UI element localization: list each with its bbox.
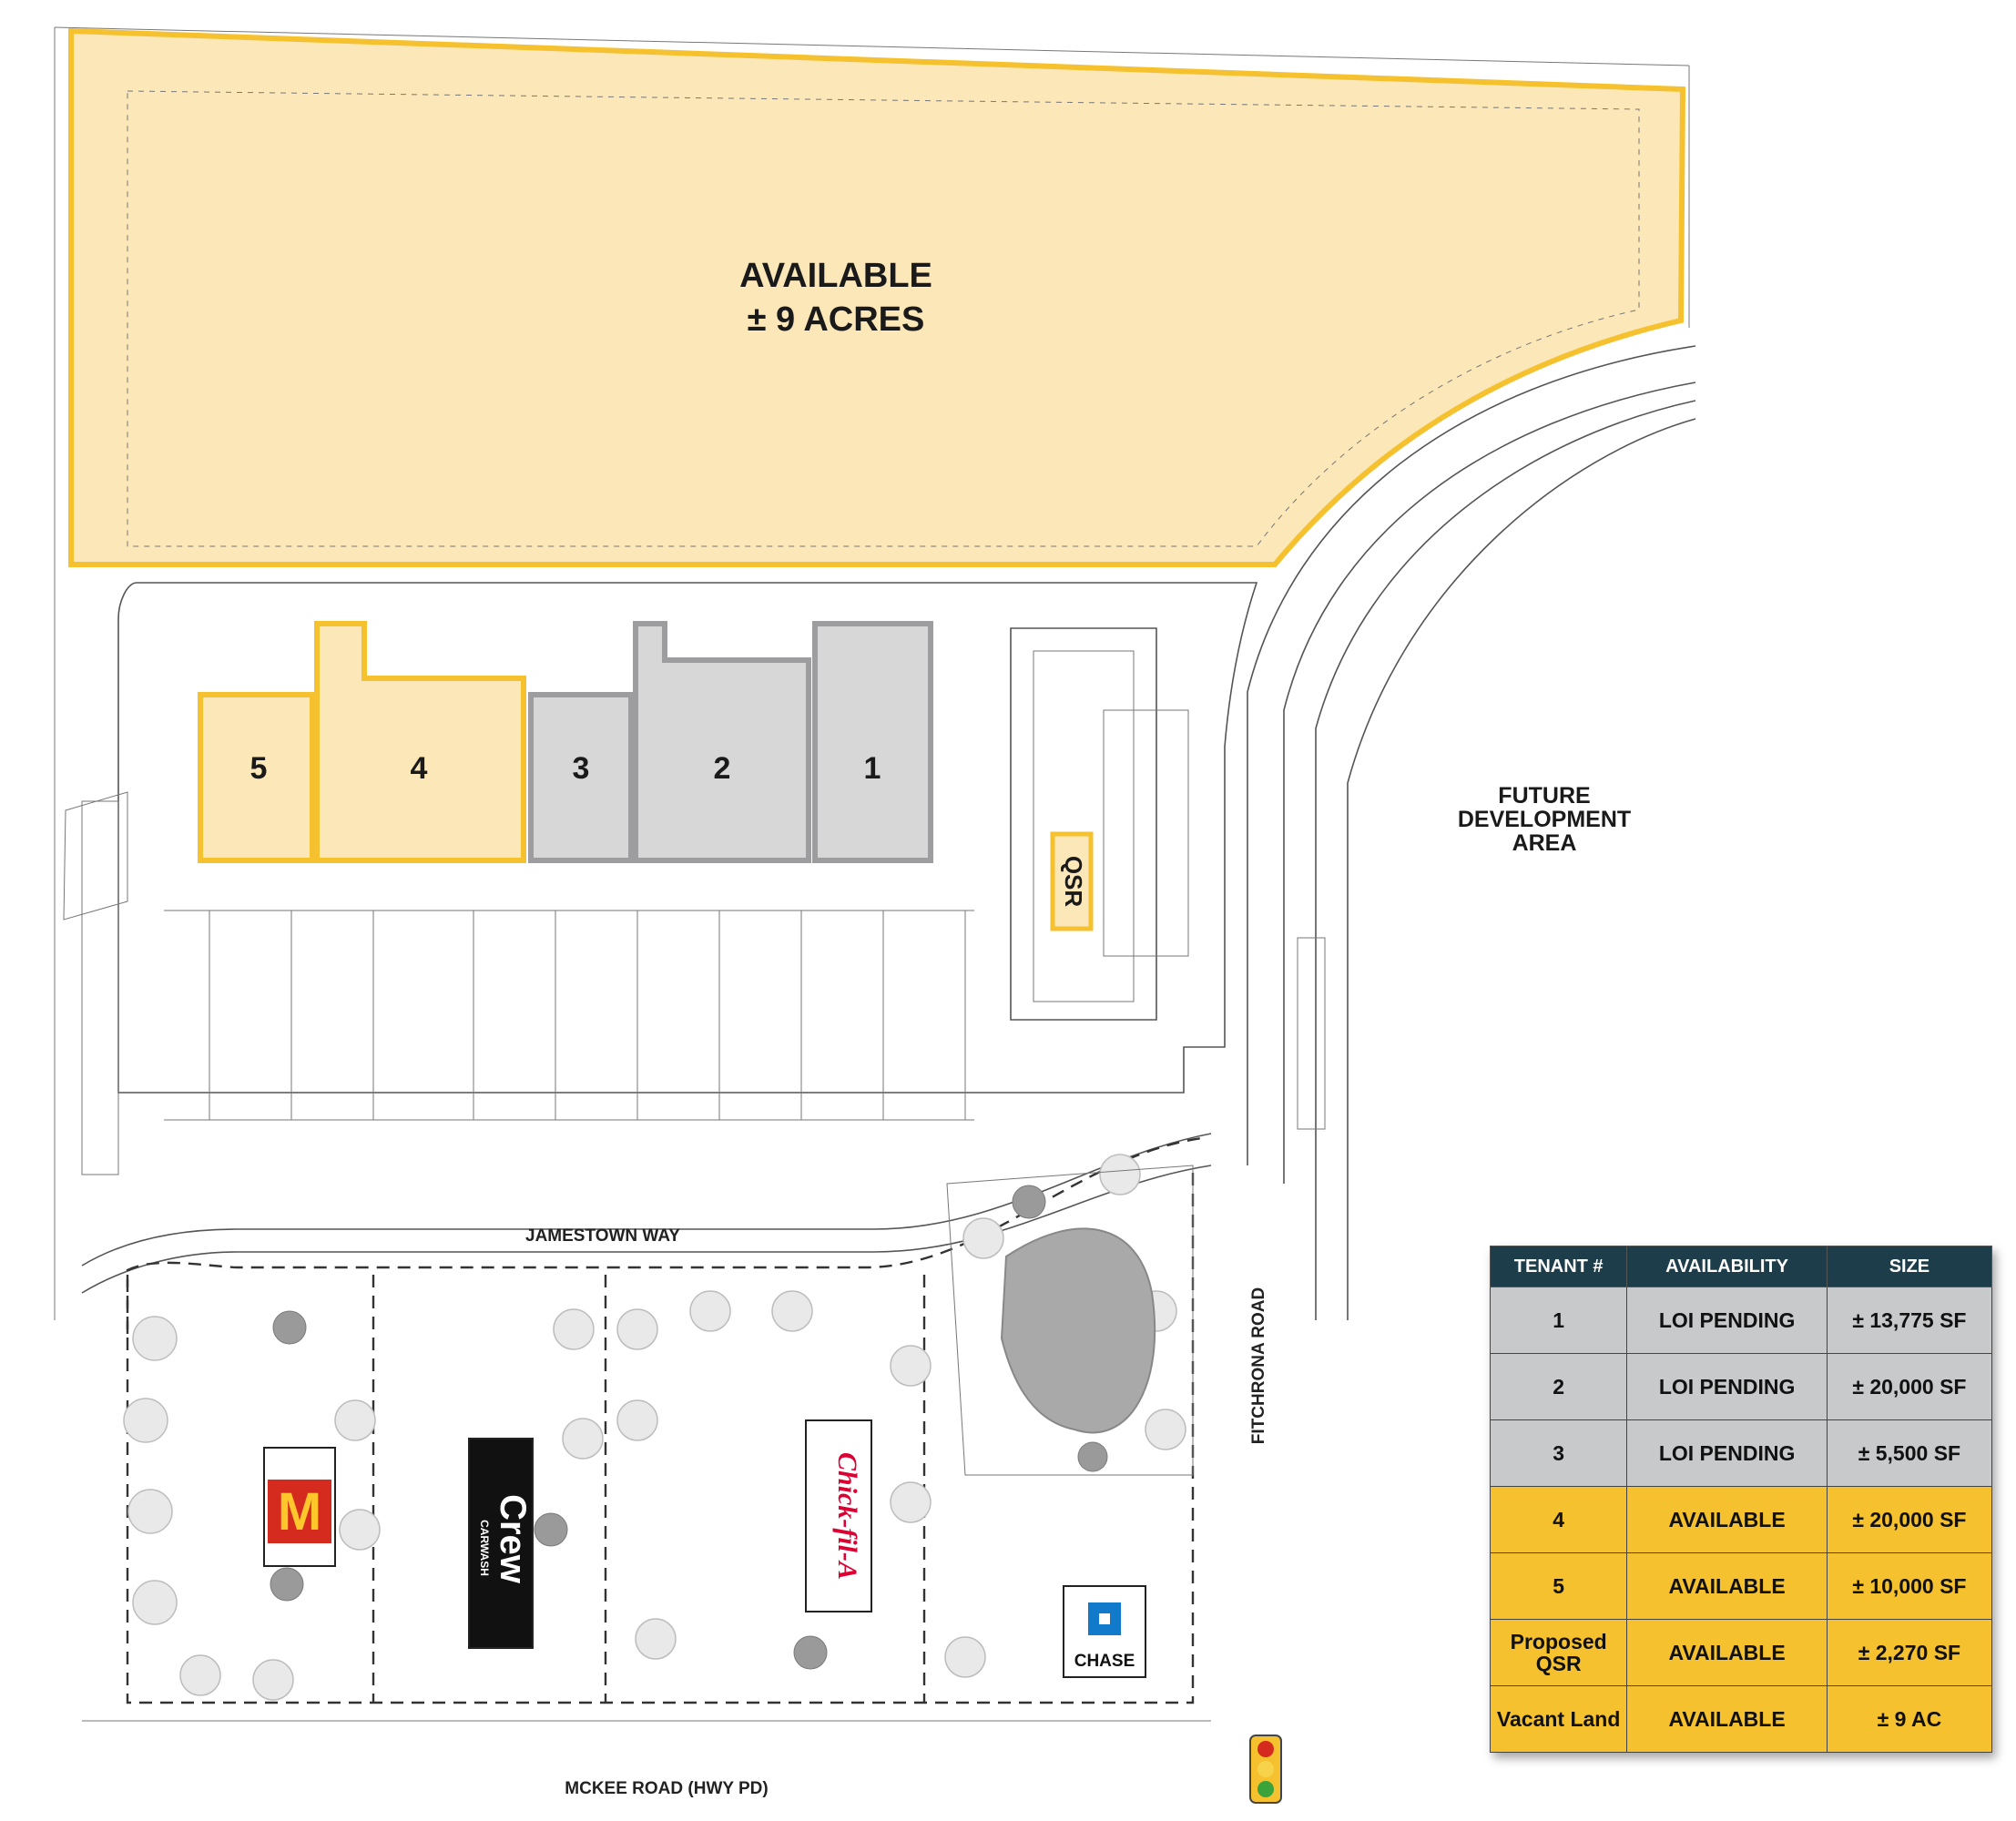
traffic-signal-icon [1249,1735,1282,1804]
cell-availability: LOI PENDING [1626,1287,1828,1354]
cell-availability: LOI PENDING [1626,1353,1828,1420]
future-area-line3: AREA [1512,830,1577,856]
cell-availability: AVAILABLE [1626,1486,1828,1553]
cell-tenant: 5 [1489,1552,1628,1620]
cell-tenant: 2 [1489,1353,1628,1420]
header-tenant: TENANT # [1489,1246,1628,1287]
cell-size: ± 20,000 SF [1826,1353,1993,1420]
unit-5[interactable] [198,692,315,863]
jamestown-way-label: JAMESTOWN WAY [525,1226,680,1246]
cell-size: ± 10,000 SF [1826,1552,1993,1620]
future-area-line2: DEVELOPMENT [1458,807,1631,832]
fitchrona-road-label: FITCHRONA ROAD [1249,1287,1268,1444]
table-row: 3 LOI PENDING ± 5,500 SF [1489,1419,1993,1487]
crew-carwash-logo: Crew CARWASH [468,1438,534,1649]
available-parcel[interactable] [68,27,1686,567]
qsr-label: QSR [1060,856,1087,908]
parcel-label-line2: ± 9 ACRES [748,300,925,339]
retention-pond [1000,1227,1156,1434]
cell-size: ± 2,270 SF [1826,1619,1993,1686]
cell-availability: LOI PENDING [1626,1419,1828,1487]
unit-4[interactable] [314,621,526,863]
unit-2-label: 2 [714,751,731,786]
table-header-row: TENANT # AVAILABILITY SIZE [1489,1246,1993,1287]
cell-size: ± 9 AC [1826,1685,1993,1753]
unit-4-label: 4 [411,751,428,786]
cell-size: ± 20,000 SF [1826,1486,1993,1553]
header-availability: AVAILABILITY [1626,1246,1828,1287]
cell-tenant: 3 [1489,1419,1628,1487]
cell-size: ± 13,775 SF [1826,1287,1993,1354]
table-row: Proposed QSR AVAILABLE ± 2,270 SF [1489,1619,1993,1686]
cell-availability: AVAILABLE [1626,1685,1828,1753]
cell-size: ± 5,500 SF [1826,1419,1993,1487]
unit-1[interactable] [812,621,933,863]
mckee-road-label: MCKEE ROAD (HWY PD) [565,1779,768,1798]
table-row: Vacant Land AVAILABLE ± 9 AC [1489,1685,1993,1753]
unit-3[interactable] [528,692,634,863]
unit-2[interactable] [633,621,811,863]
chase-logo-text: CHASE [1074,1652,1135,1671]
chase-logo: CHASE [1063,1585,1146,1678]
parcel-label-line1: AVAILABLE [739,257,932,295]
mcdonalds-m-icon: M [278,1482,321,1541]
crew-logo-sub: CARWASH [478,1520,491,1576]
chick-fil-a-logo-text: Chick-fil-A [832,1452,862,1580]
cell-tenant: Vacant Land [1489,1685,1628,1753]
qsr-pad[interactable] [1050,831,1094,931]
mcdonalds-logo: M [263,1447,336,1567]
cell-availability: AVAILABLE [1626,1619,1828,1686]
crew-logo-text: Crew [493,1494,533,1584]
cell-tenant: 4 [1489,1486,1628,1553]
unit-3-label: 3 [573,751,590,786]
table-row: 1 LOI PENDING ± 13,775 SF [1489,1287,1993,1354]
header-size: SIZE [1826,1246,1993,1287]
chick-fil-a-logo: Chick-fil-A [805,1419,872,1612]
cell-tenant: Proposed QSR [1489,1619,1628,1686]
unit-5-label: 5 [250,751,268,786]
table-row: 2 LOI PENDING ± 20,000 SF [1489,1353,1993,1420]
future-area-line1: FUTURE [1498,783,1590,809]
unit-1-label: 1 [864,751,881,786]
north-property-line [54,26,1690,66]
cell-tenant: 1 [1489,1287,1628,1354]
retail-building: 5 4 3 2 1 [198,621,933,863]
cell-availability: AVAILABLE [1626,1552,1828,1620]
tenant-availability-table: TENANT # AVAILABILITY SIZE 1 LOI PENDING… [1489,1246,1993,1753]
table-row: 4 AVAILABLE ± 20,000 SF [1489,1486,1993,1553]
parking-rows [164,910,974,1121]
table-row: 5 AVAILABLE ± 10,000 SF [1489,1552,1993,1620]
